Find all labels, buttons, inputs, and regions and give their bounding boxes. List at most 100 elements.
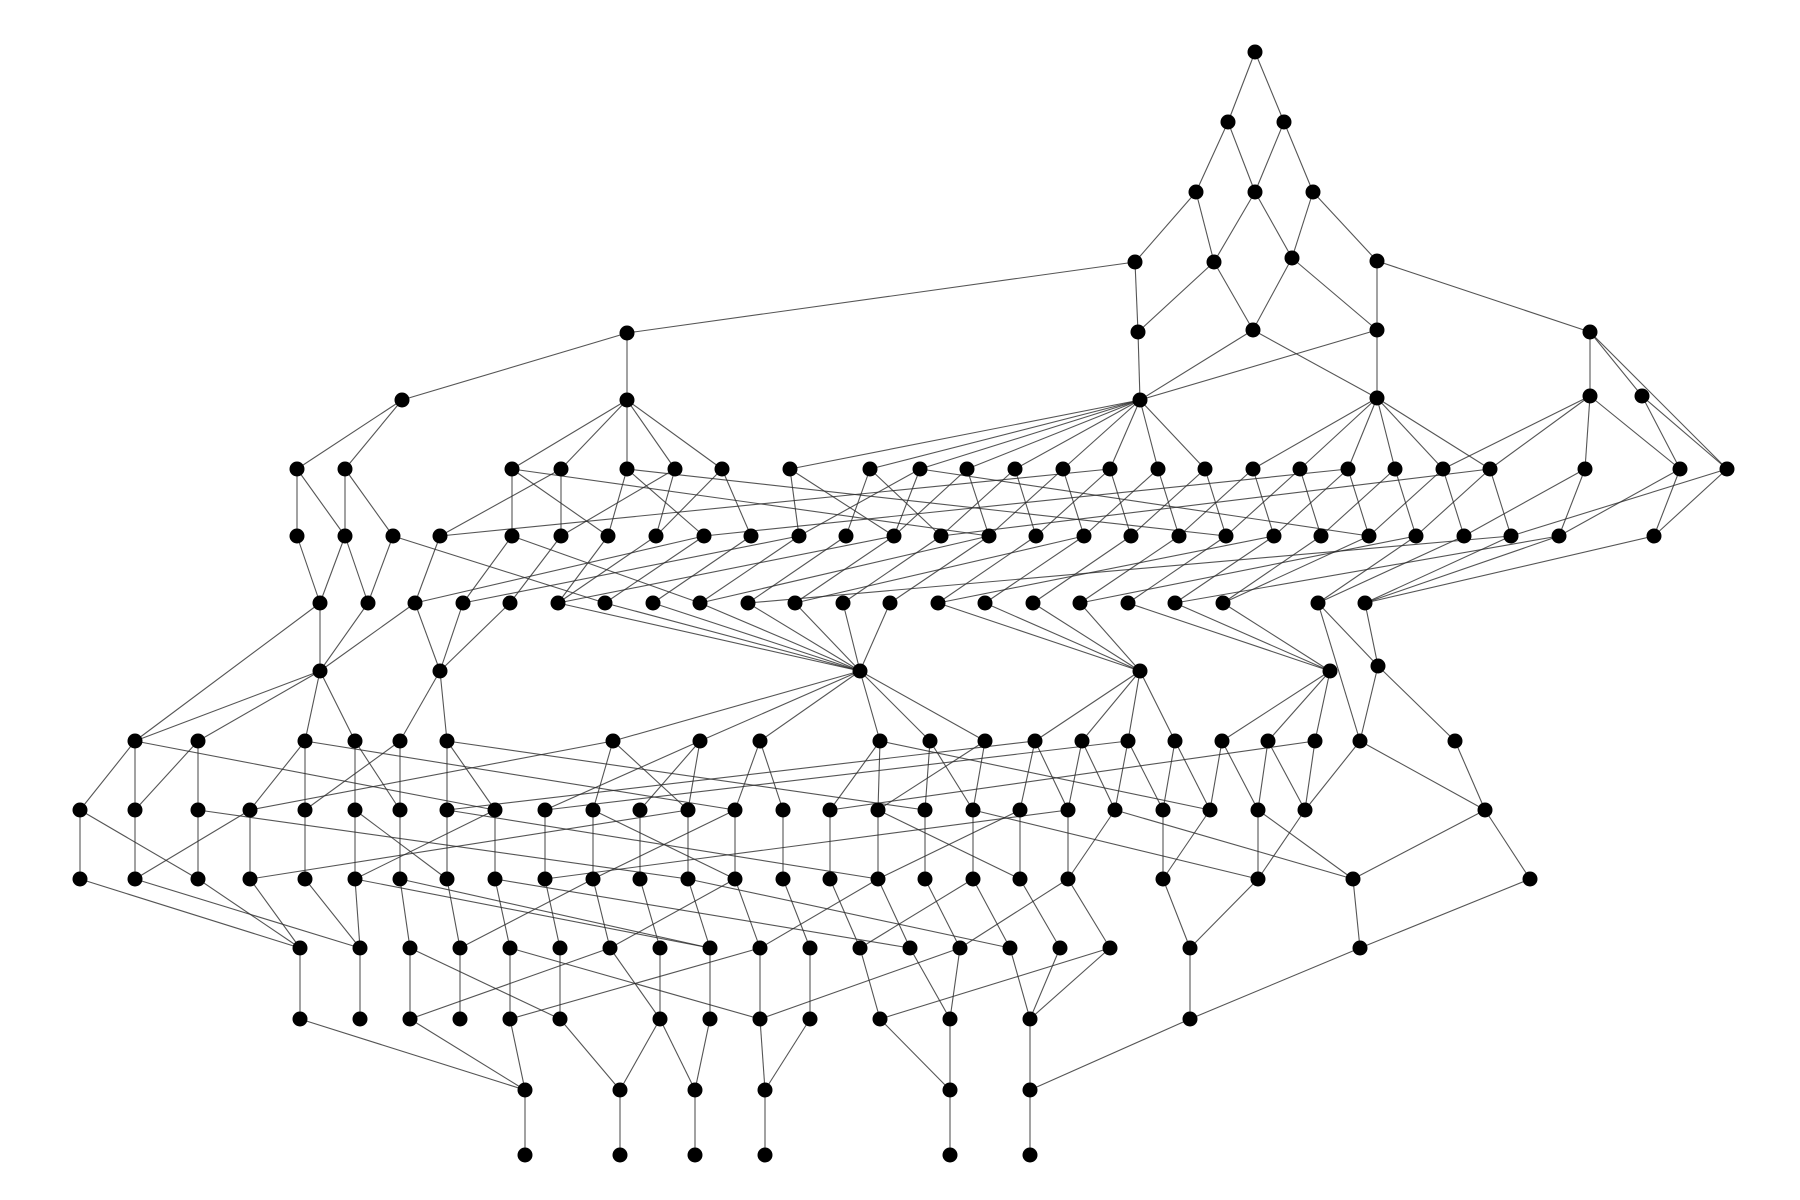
graph-edge [462,535,513,604]
graph-edge [1653,468,1728,537]
graph-node [1292,461,1308,477]
graph-node [902,940,918,956]
graph-edge [1368,468,1444,537]
graph-edge [1139,329,1254,401]
graph-node [504,461,520,477]
graph-edge [747,535,1512,604]
graph-edge [1134,191,1197,263]
graph-edge [1359,878,1531,949]
graph-edge [1589,331,1728,470]
graph-edge [1364,535,1655,604]
graph-node [714,461,730,477]
graph-node [1456,528,1472,544]
graph-node [1214,733,1230,749]
graph-edge [399,878,711,949]
graph-edge [789,399,1141,470]
graph-node [553,461,569,477]
graph-node [872,1011,888,1027]
graph-node [886,528,902,544]
graph-edge [655,468,723,537]
graph-node [702,1011,718,1027]
graph-node [1551,528,1567,544]
graph-edge [703,468,1349,537]
graph-node [292,940,308,956]
graph-edge [1484,809,1531,880]
graph-node [1435,461,1451,477]
graph-edge [1079,535,1417,604]
graph-edge [842,535,942,604]
graph-node [1250,802,1266,818]
graph-node [775,802,791,818]
graph-node [1646,528,1662,544]
graph-node [292,1011,308,1027]
graph-node [487,871,503,887]
graph-node [297,871,313,887]
graph-node [1577,461,1593,477]
graph-node [242,802,258,818]
graph-node [791,528,807,544]
graph-node [1357,595,1373,611]
graph-node [1130,324,1146,340]
graph-node [1447,733,1463,749]
graph-node [1305,184,1321,200]
graph-edge [1254,191,1293,259]
graph-node [432,663,448,679]
graph-edge [759,1018,766,1091]
graph-node [917,871,933,887]
graph-edge [1267,670,1331,742]
graph-edge [609,878,736,949]
graph-node [1250,871,1266,887]
graph-edge [1195,191,1215,263]
graph-edge [1079,602,1141,672]
graph-edge [924,878,961,949]
graph-node [605,733,621,749]
graph-edge [619,1018,661,1091]
graph-edge [354,740,401,811]
graph-node [537,871,553,887]
graph-node [632,802,648,818]
graph-edge [409,947,611,1020]
graph-edge [1489,468,1512,537]
graph-edge [1221,740,1259,811]
graph-edge [1189,947,1361,1020]
graph-edge [319,535,346,604]
graph-edge [1162,740,1176,811]
graph-node [1276,114,1292,130]
graph-edge [134,602,321,742]
graph-edge [344,399,403,470]
graph-edge [626,399,723,470]
graph-edge [1377,665,1456,742]
graph-edge [1225,468,1301,537]
graph-node [1123,528,1139,544]
graph-edge [1376,397,1396,470]
graph-node [667,461,683,477]
graph-edge [1009,947,1031,1020]
graph-edge [197,670,321,742]
graph-node [1120,733,1136,749]
graph-node [1188,184,1204,200]
graph-node [1171,528,1187,544]
graph-node [1132,663,1148,679]
graph-node [981,528,997,544]
graph-edge [845,468,871,537]
graph-node [1215,595,1231,611]
graph-node [392,802,408,818]
graph-edge [446,740,1036,811]
graph-edge [1257,809,1306,880]
graph-edge [414,535,705,604]
graph-edge [446,809,879,880]
graph-node [347,871,363,887]
graph-edge [1029,947,1061,1020]
graph-edge [439,670,448,742]
graph-edge [79,740,136,811]
graph-edge [1589,331,1643,397]
graph-node [870,871,886,887]
graph-node [648,528,664,544]
graph-edge [134,670,321,742]
graph-node [439,802,455,818]
graph-edge [1252,257,1293,331]
graph-node [802,940,818,956]
graph-edge [1139,399,1159,470]
graph-edge [829,740,881,811]
graph-node [127,802,143,818]
